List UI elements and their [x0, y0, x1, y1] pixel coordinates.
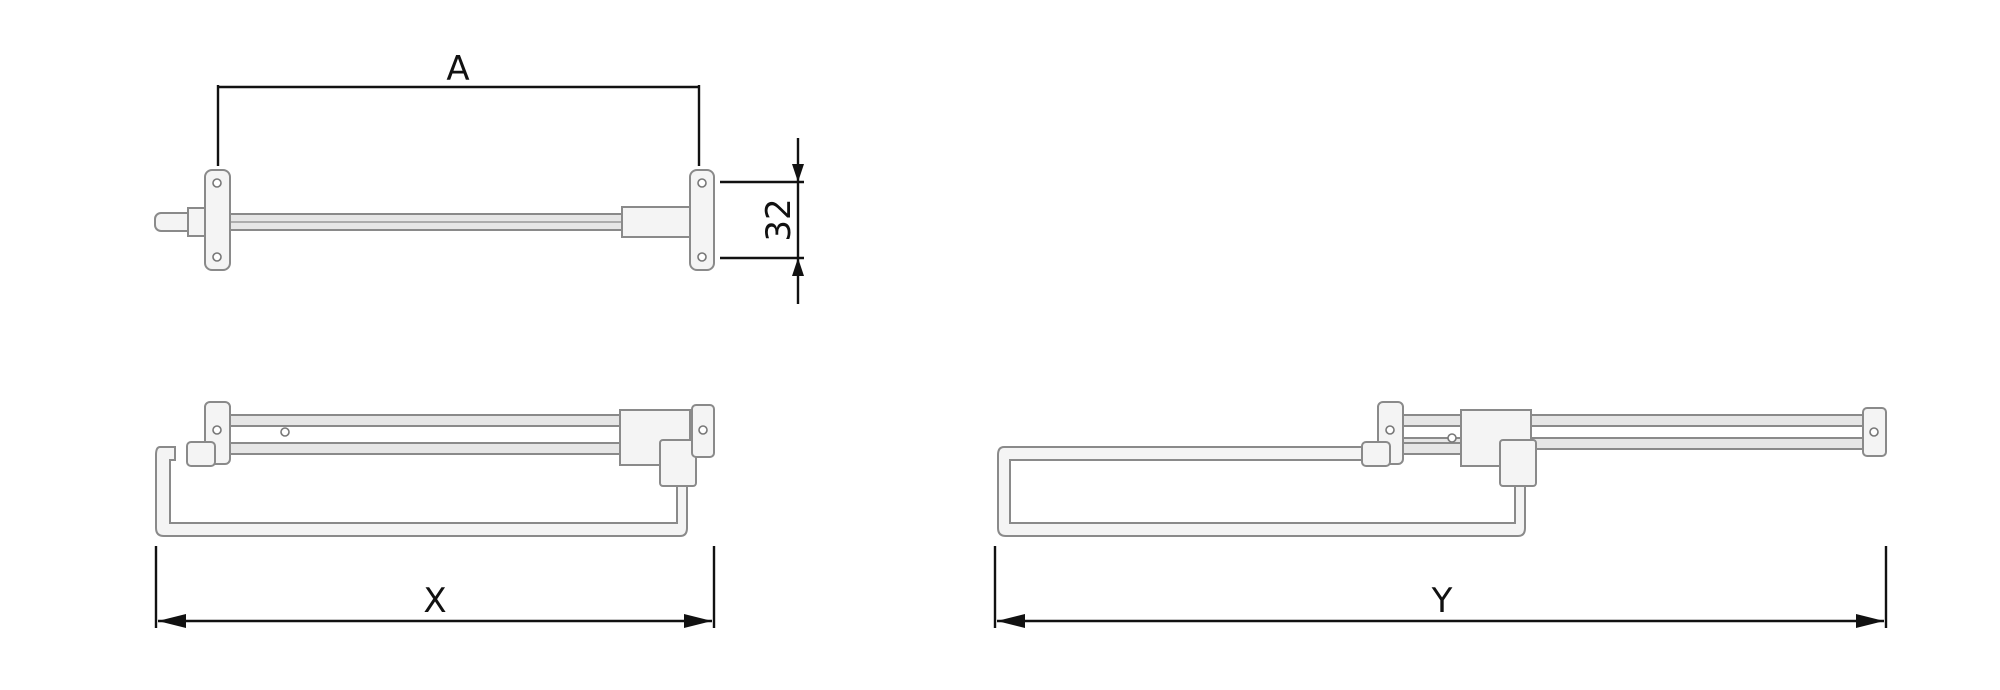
top-rail-part — [154, 169, 715, 271]
dimension-32-label: 32 — [759, 198, 799, 241]
retracted-view: X — [154, 401, 716, 628]
dimension-y-label: Y — [1431, 581, 1453, 621]
dimension-y: Y — [993, 546, 1888, 628]
dimension-x-label: X — [423, 581, 446, 621]
dimension-a-label: A — [446, 49, 469, 89]
top-view: A 32 — [154, 49, 804, 304]
dimension-x: X — [154, 546, 716, 628]
dimension-32: 32 — [720, 138, 804, 304]
dimension-a: A — [216, 49, 701, 166]
extended-view: Y — [993, 401, 1888, 628]
